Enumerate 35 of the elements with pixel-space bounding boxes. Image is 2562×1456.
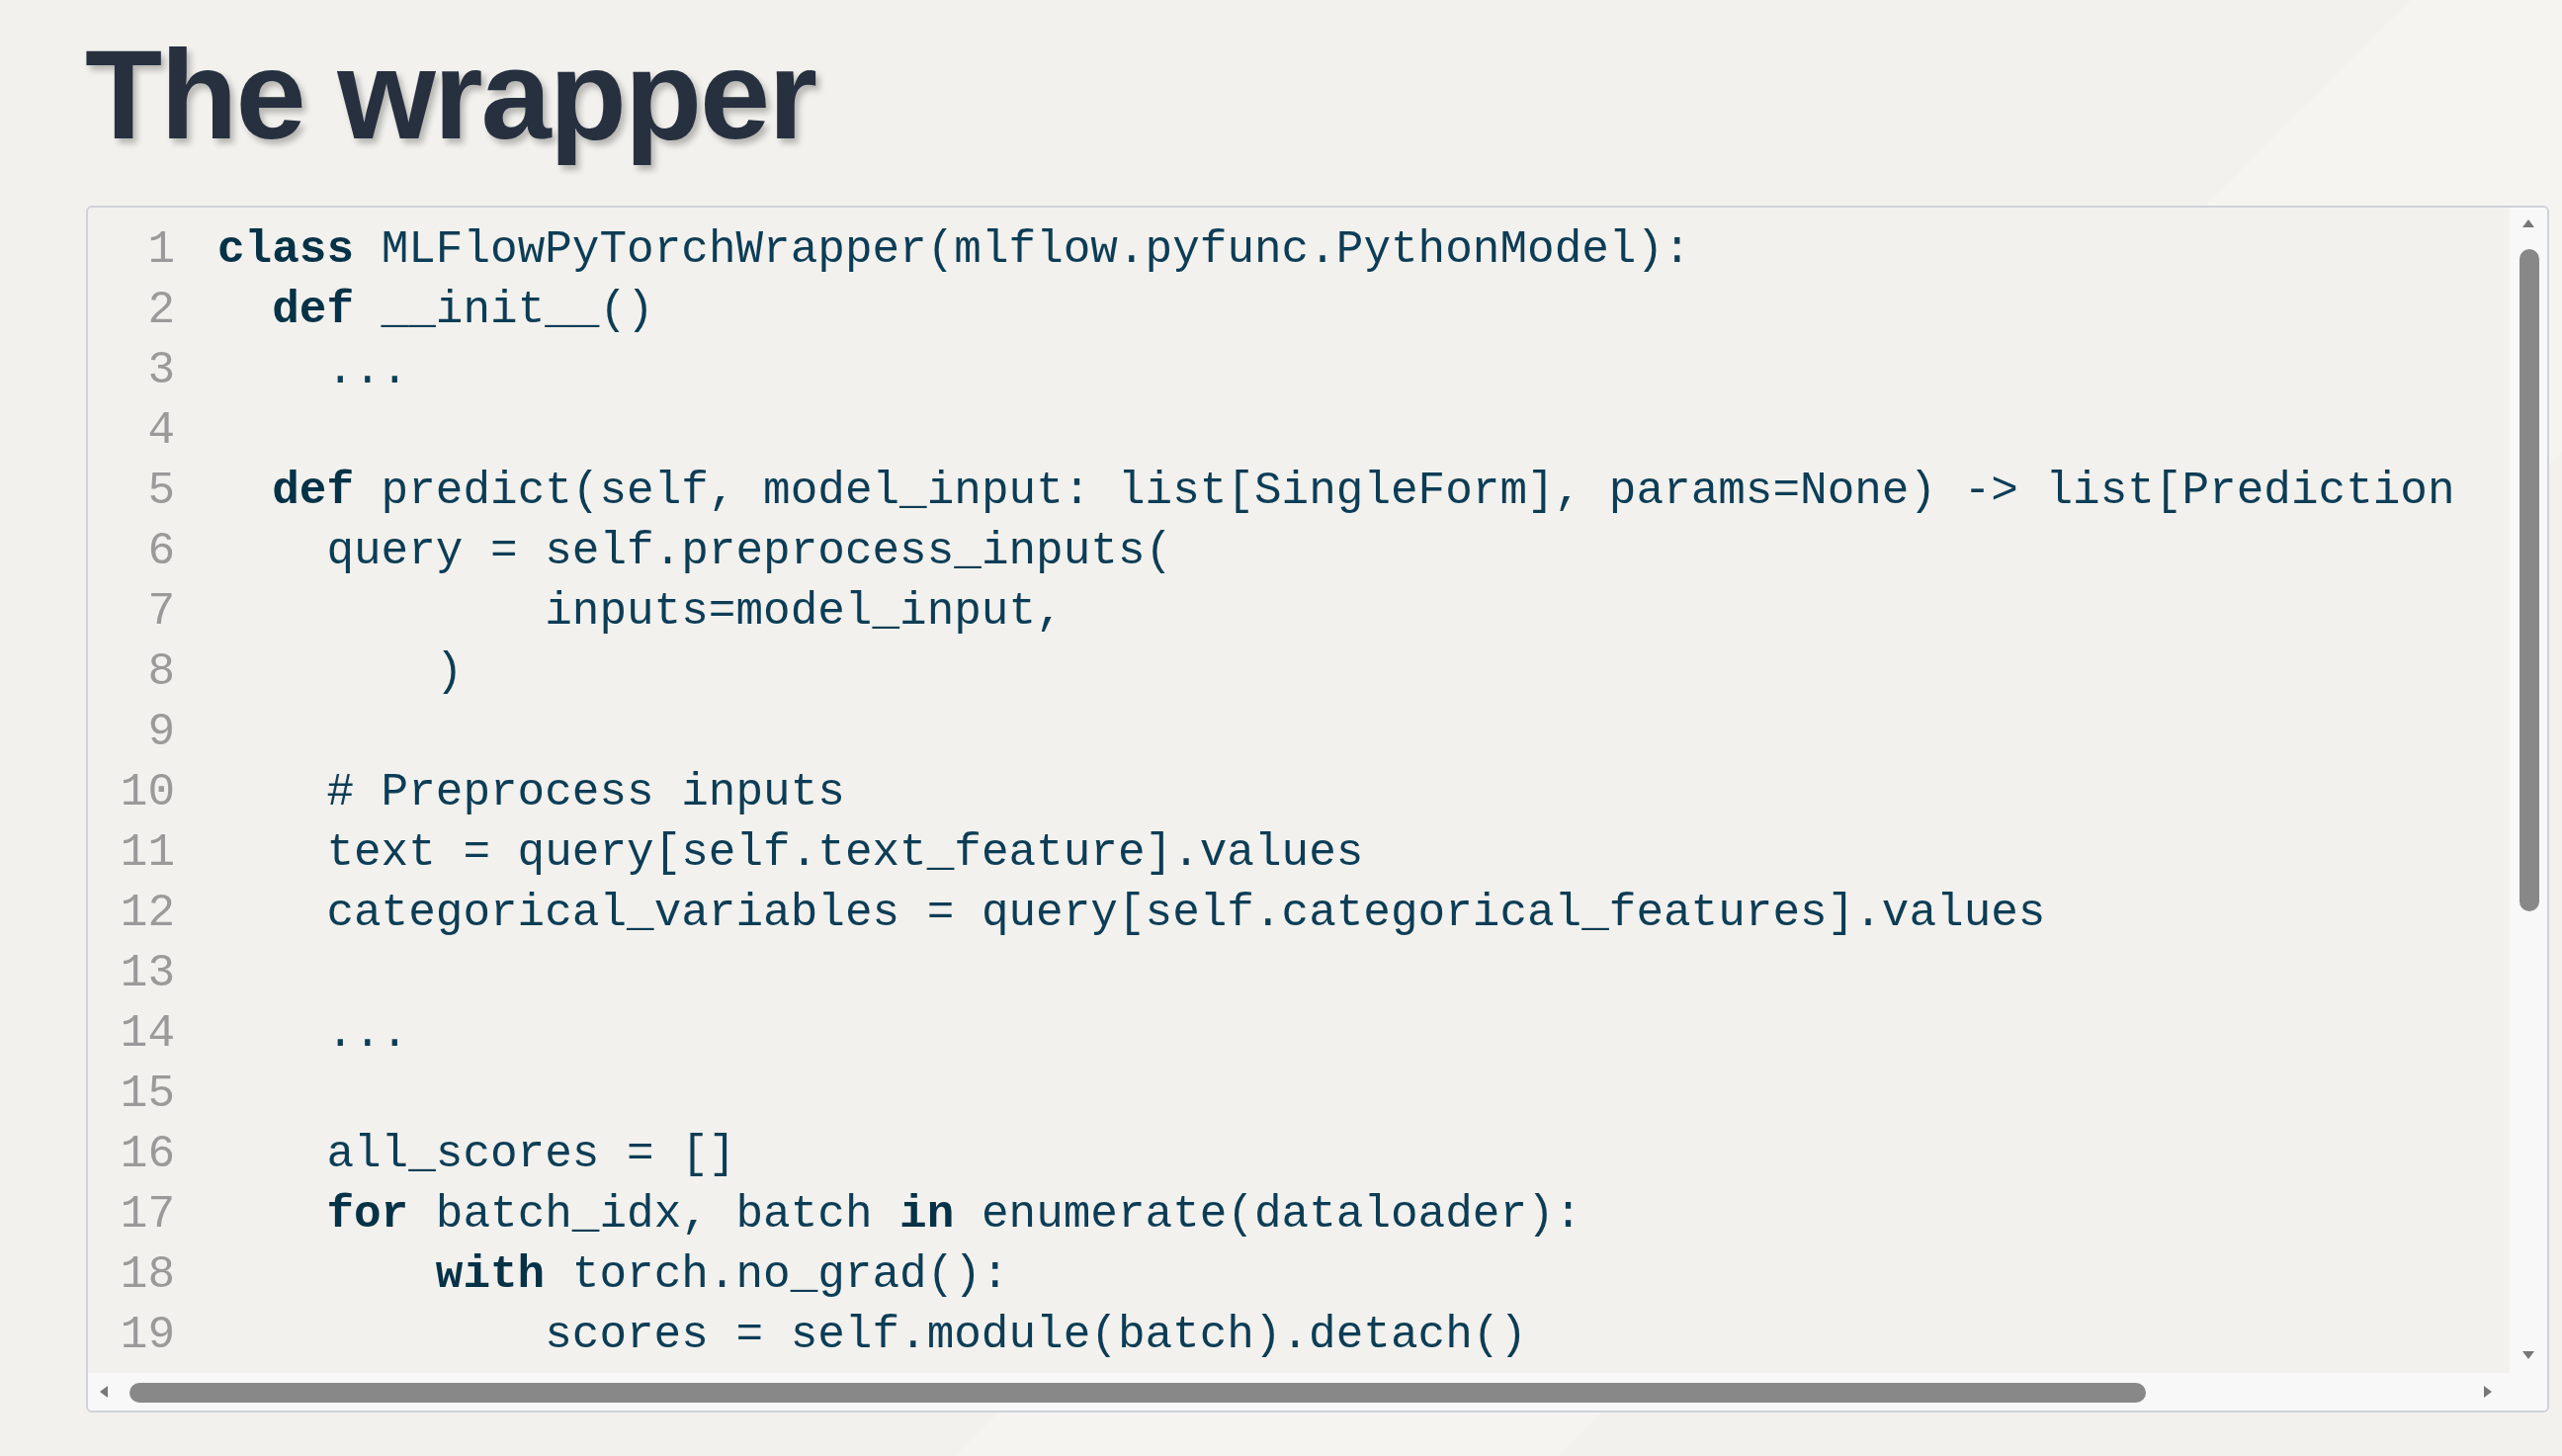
line-number: 8 — [146, 645, 175, 698]
line-number: 7 — [146, 585, 175, 638]
line-number: 16 — [119, 1128, 175, 1180]
line-number: 1 — [146, 223, 175, 276]
code-line: ) — [434, 645, 464, 698]
line-number: 12 — [119, 887, 175, 939]
code-line: categorical_variables = query[self.categorical_features].values — [325, 887, 2046, 939]
line-number: 14 — [119, 1007, 175, 1060]
code-line: ... — [325, 1007, 409, 1060]
code-line: ... — [325, 344, 409, 396]
line-number: 17 — [119, 1188, 175, 1241]
line-number: 11 — [119, 826, 175, 879]
code-line: for batch_idx, batch in enumerate(dataloader): — [325, 1188, 1582, 1241]
line-number: 18 — [119, 1248, 175, 1301]
code-line: with torch.no_grad(): — [434, 1248, 1009, 1301]
code-line: all_scores = [] — [325, 1128, 736, 1180]
line-number: 3 — [146, 344, 175, 396]
line-number: 9 — [146, 706, 175, 758]
code-line: def predict(self, model_input: list[SingleForm], params=None) -> list[Prediction — [271, 465, 2455, 517]
line-number: 5 — [146, 465, 175, 517]
slide-title: The wrapper — [85, 23, 816, 167]
code-line: text = query[self.text_feature].values — [325, 826, 1364, 879]
line-number: 15 — [119, 1068, 175, 1120]
line-number: 2 — [146, 284, 175, 336]
line-number: 6 — [146, 525, 175, 577]
code-line: inputs=model_input, — [544, 585, 1064, 638]
code-line: query = self.preprocess_inputs( — [325, 525, 1173, 577]
line-number: 10 — [119, 766, 175, 818]
line-number: 13 — [119, 947, 175, 999]
code-line: class MLFlowPyTorchWrapper(mlflow.pyfunc.PythonModel): — [217, 223, 1691, 276]
code-line: def __init__() — [271, 284, 654, 336]
code-line: scores = self.module(batch).detach() — [544, 1309, 1527, 1361]
line-number: 4 — [146, 404, 175, 457]
code-line: # Preprocess inputs — [325, 766, 845, 818]
line-number: 19 — [119, 1309, 175, 1361]
